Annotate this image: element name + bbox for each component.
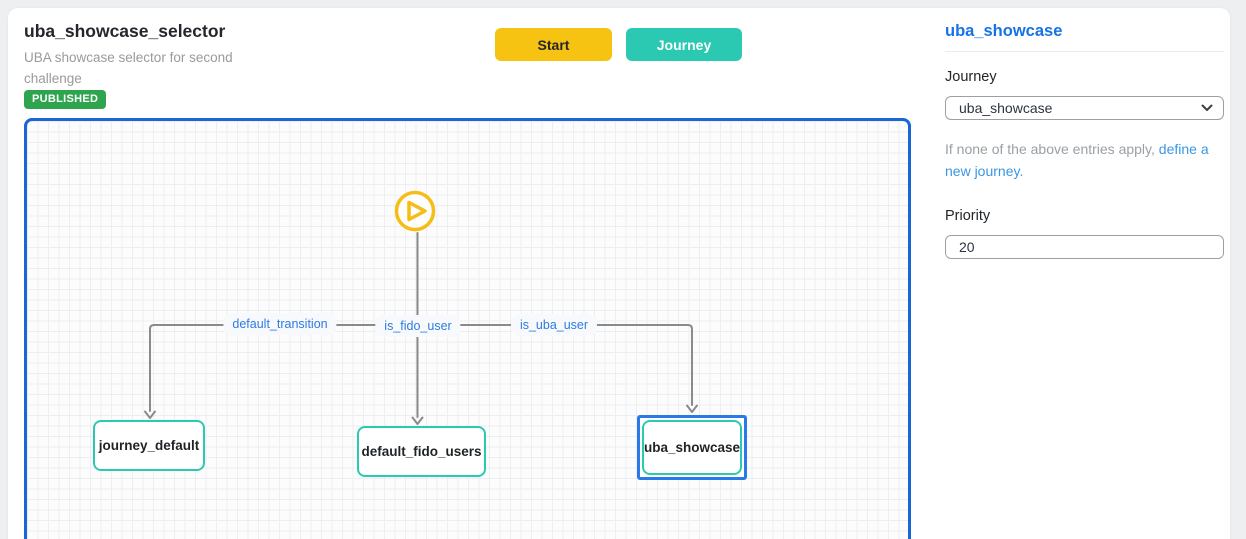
main-card: uba_showcase_selector UBA showcase selec… bbox=[8, 8, 1230, 539]
node-journey-default[interactable]: journey_default bbox=[93, 420, 205, 471]
edge-label-default-transition[interactable]: default_transition bbox=[223, 313, 337, 335]
define-new-journey-link[interactable]: define a new journey. bbox=[945, 141, 1209, 180]
priority-field-label: Priority bbox=[945, 208, 991, 224]
journey-select[interactable]: uba_showcase bbox=[945, 96, 1224, 120]
chevron-down-icon bbox=[1201, 104, 1213, 112]
edge-default-transition bbox=[149, 324, 419, 412]
node-uba-showcase[interactable]: uba_showcase bbox=[642, 420, 742, 475]
panel-divider bbox=[945, 51, 1224, 52]
panel-title: uba_showcase bbox=[945, 22, 1063, 40]
journey-hint: If none of the above entries apply, defi… bbox=[945, 138, 1224, 183]
arrowhead-right bbox=[686, 404, 698, 413]
journey-select-value: uba_showcase bbox=[959, 100, 1053, 116]
edge-label-is-uba-user[interactable]: is_uba_user bbox=[510, 314, 598, 336]
arrowhead-middle bbox=[411, 416, 424, 425]
journey-button[interactable]: Journey bbox=[626, 28, 742, 61]
journey-field-label: Journey bbox=[945, 69, 997, 85]
page-subtitle: UBA showcase selector for second challen… bbox=[24, 50, 233, 86]
status-badge: PUBLISHED bbox=[24, 90, 107, 109]
edge-is-uba-user bbox=[416, 324, 693, 406]
flow-canvas[interactable]: default_transition is_fido_user is_uba_u… bbox=[24, 118, 911, 539]
arrowhead-left bbox=[144, 410, 156, 419]
page-title: uba_showcase_selector bbox=[24, 21, 226, 41]
node-properties-panel: uba_showcase Journey uba_showcase If non… bbox=[945, 8, 1224, 539]
edge-label-is-fido-user[interactable]: is_fido_user bbox=[375, 315, 461, 337]
start-node-icon[interactable] bbox=[394, 190, 436, 232]
node-uba-showcase-selection[interactable]: uba_showcase bbox=[637, 415, 747, 480]
node-default-fido-users[interactable]: default_fido_users bbox=[357, 426, 486, 477]
flow-edges bbox=[144, 190, 698, 425]
priority-input[interactable] bbox=[945, 235, 1224, 259]
hint-text: If none of the above entries apply, bbox=[945, 141, 1159, 157]
start-button[interactable]: Start bbox=[495, 28, 612, 61]
